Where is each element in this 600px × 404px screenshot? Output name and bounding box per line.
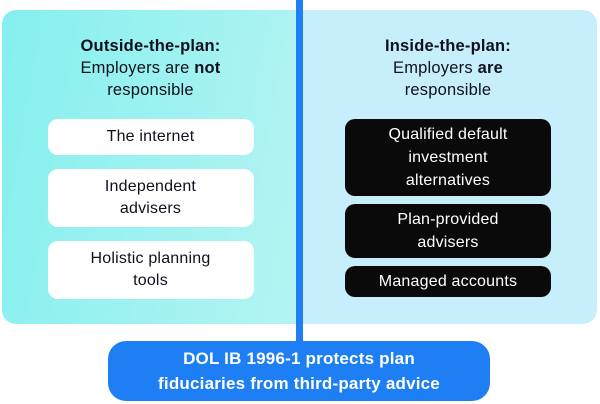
inside-item-qdia: Qualified default investment alternative… [345, 119, 551, 196]
inside-heading-line2-normal: Employers [393, 59, 473, 77]
outside-item-independent-advisers: Independent advisers [47, 169, 254, 227]
outside-heading-line2: Employers are not [80, 57, 220, 79]
inside-the-plan-panel: Inside-the-plan: Employers are responsib… [299, 10, 597, 324]
inside-heading-line3: responsible [404, 81, 492, 99]
outside-item-the-internet: The internet [47, 119, 254, 155]
item-text: Qualified default [388, 126, 508, 143]
inside-heading-line2: Employers are [385, 57, 511, 79]
item-text: Managed accounts [378, 273, 518, 290]
outside-heading-title: Outside-the-plan: [80, 37, 221, 55]
inside-panel-heading: Inside-the-plan: Employers are responsib… [385, 35, 511, 101]
inside-item-plan-provided-advisers: Plan-provided advisers [345, 204, 551, 258]
outside-panel-heading: Outside-the-plan: Employers are not resp… [80, 35, 220, 101]
item-text: Holistic planning [90, 250, 211, 267]
inside-heading-line2-bold: are [477, 59, 503, 77]
item-text: alternatives [405, 172, 491, 189]
outside-heading-line3: responsible [107, 81, 194, 99]
item-text: tools [133, 272, 168, 289]
item-text: Plan-provided [397, 211, 499, 228]
item-text: The internet [106, 128, 195, 145]
item-text: investment [408, 149, 488, 166]
outside-heading-line2-normal: Employers are [80, 59, 190, 77]
outside-the-plan-panel: Outside-the-plan: Employers are not resp… [2, 10, 299, 324]
footer-text-line1: DOL IB 1996-1 protects plan [183, 349, 415, 368]
outside-item-holistic-planning-tools: Holistic planning tools [47, 241, 254, 299]
outside-heading-line2-bold: not [194, 59, 221, 77]
footer-text-line2: fiduciaries from third-party advice [158, 374, 440, 393]
item-text: Independent [104, 178, 197, 195]
item-text: advisers [417, 234, 479, 251]
divider-line [296, 0, 303, 344]
inside-heading-title: Inside-the-plan: [384, 37, 512, 55]
item-text: advisers [119, 200, 182, 217]
inside-item-managed-accounts: Managed accounts [345, 266, 551, 297]
footer-callout: DOL IB 1996-1 protects plan fiduciaries … [108, 341, 490, 401]
